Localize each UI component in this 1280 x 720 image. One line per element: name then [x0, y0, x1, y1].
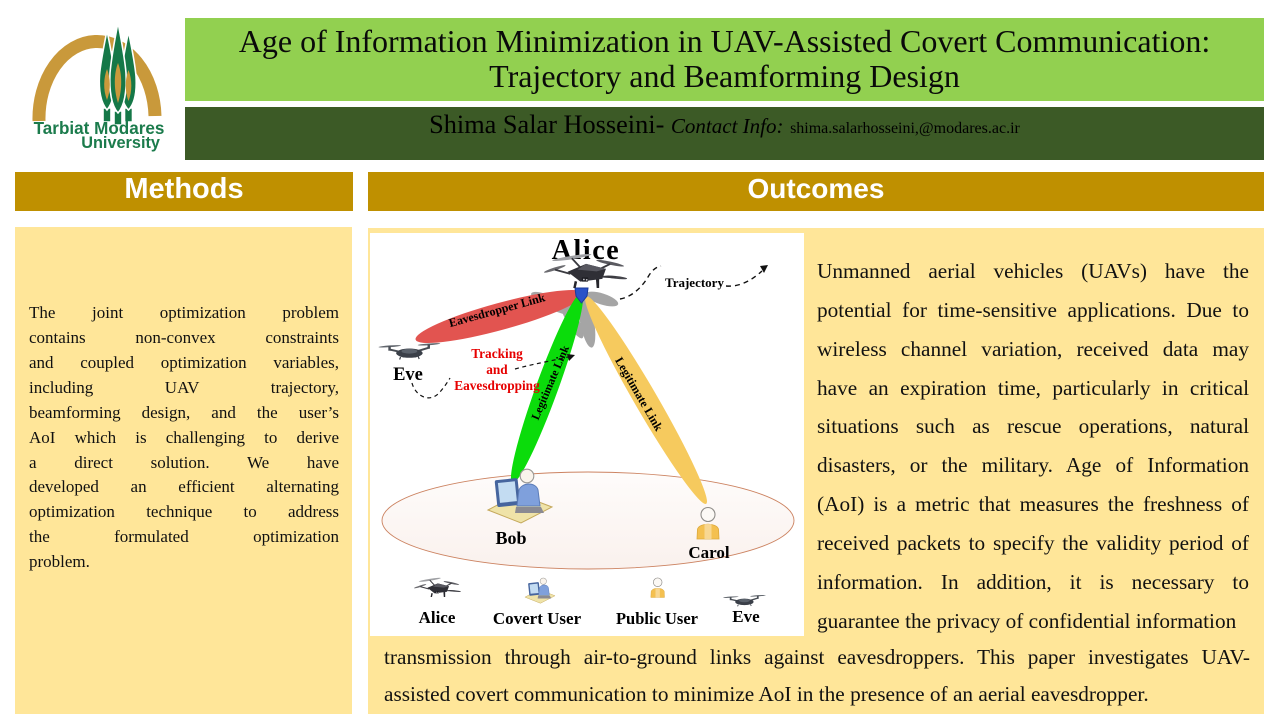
svg-text:Covert User: Covert User	[493, 609, 582, 628]
svg-text:Eve: Eve	[393, 365, 423, 385]
svg-text:and: and	[486, 362, 508, 377]
svg-text:Carol: Carol	[688, 543, 730, 562]
svg-text:Eavesdropping: Eavesdropping	[454, 378, 540, 393]
svg-text:Alice: Alice	[419, 608, 456, 627]
svg-text:Alice: Alice	[552, 235, 621, 266]
svg-text:Bob: Bob	[495, 528, 526, 548]
svg-text:Trajectory: Trajectory	[665, 275, 724, 290]
svg-text:Eve: Eve	[732, 607, 760, 626]
svg-text:University: University	[81, 134, 160, 152]
svg-text:Public User: Public User	[616, 609, 698, 628]
svg-text:Tracking: Tracking	[471, 346, 523, 361]
svg-text:Tarbiat Modares: Tarbiat Modares	[34, 119, 165, 138]
